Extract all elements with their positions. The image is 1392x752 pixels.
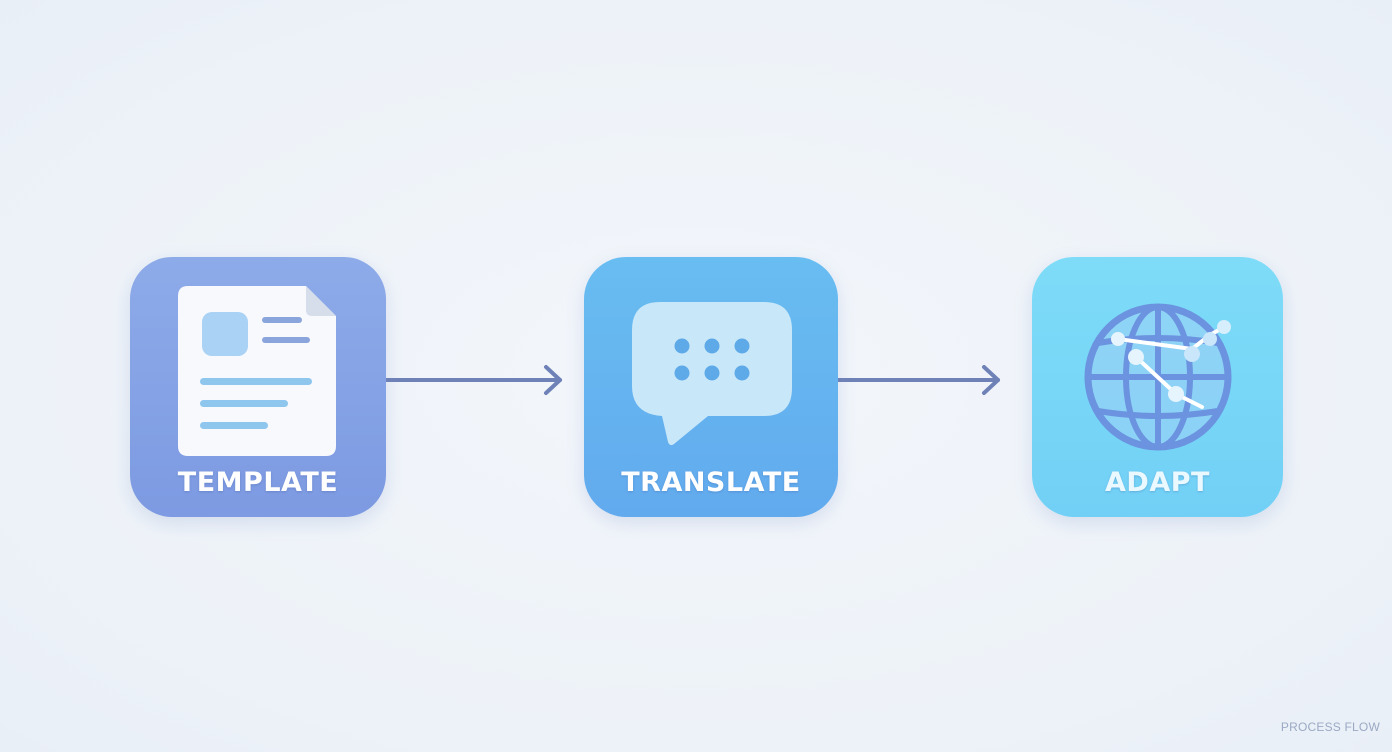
step-template: TEMPLATE (130, 257, 386, 517)
footer-label: PROCESS FLOW (1280, 720, 1380, 734)
connector-arrow (838, 365, 1000, 395)
connector-arrow (386, 365, 562, 395)
step-adapt-label: ADAPT (1105, 467, 1210, 498)
chat-bubble-icon (632, 302, 792, 446)
step-adapt: ADAPT (1032, 257, 1283, 517)
step-template-label: TEMPLATE (177, 467, 339, 498)
globe-network-icon (1084, 303, 1232, 451)
step-translate-label: TRANSLATE (621, 467, 801, 498)
step-translate: TRANSLATE (584, 257, 838, 517)
document-icon (178, 286, 336, 456)
